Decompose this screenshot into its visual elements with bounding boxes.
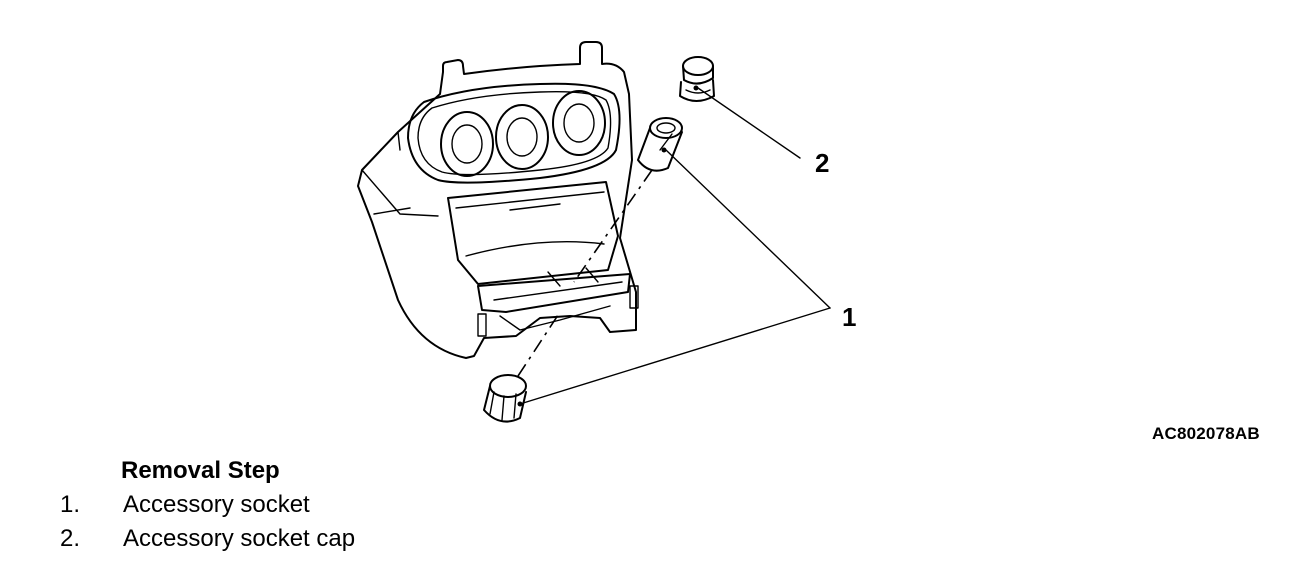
center-console-panel <box>357 41 639 359</box>
removal-step-title: Removal Step <box>121 457 280 484</box>
figure-id: AC802078AB <box>1152 424 1260 443</box>
install-line-lower <box>517 311 561 377</box>
install-line-upper <box>573 169 653 283</box>
vent-left <box>440 111 494 177</box>
step-label: Accessory socket <box>123 491 310 518</box>
step-number: 2. <box>60 525 81 552</box>
accessory-socket-lower <box>483 374 527 423</box>
leader-line-1a <box>665 149 831 309</box>
accessory-socket-upper <box>637 117 683 172</box>
step-number: 1. <box>60 491 81 518</box>
leader-line-2 <box>697 87 801 159</box>
callout-1: 1 <box>842 302 856 332</box>
leader-line-1b <box>519 307 831 405</box>
accessory-socket-cap <box>679 56 715 102</box>
vent-center <box>495 104 549 170</box>
step-label: Accessory socket cap <box>123 525 356 552</box>
callout-2: 2 <box>815 148 829 178</box>
vent-right <box>552 90 606 156</box>
